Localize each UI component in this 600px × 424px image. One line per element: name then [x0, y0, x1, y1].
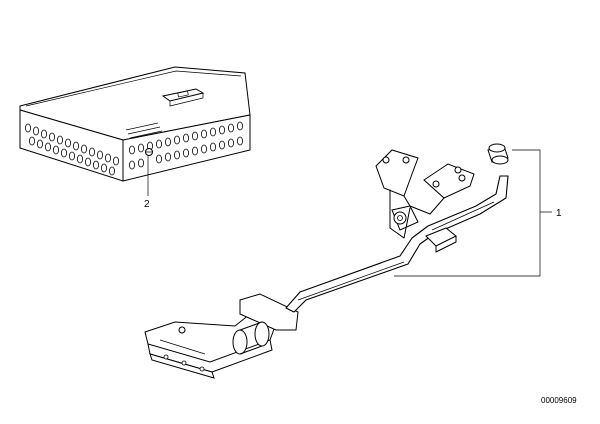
vent-holes-front	[128, 121, 243, 170]
catalog-number: 00009609	[541, 396, 577, 405]
tow-hitch-assembly	[144, 143, 509, 379]
leader-part-2: 2	[144, 156, 150, 210]
mounting-screw	[145, 148, 153, 156]
tow-bar	[285, 175, 509, 313]
ball-cap	[487, 143, 509, 165]
upper-bracket	[375, 149, 475, 253]
part-label-1: 1	[556, 208, 562, 219]
part-label-2: 2	[144, 199, 150, 210]
mounting-plate	[144, 293, 299, 379]
vent-holes-left	[24, 123, 120, 176]
leader-part-1: 1	[394, 149, 562, 277]
connector-plate	[161, 88, 205, 107]
label-strip	[125, 122, 163, 139]
sleeve	[232, 321, 270, 355]
control-module-box	[19, 66, 251, 182]
